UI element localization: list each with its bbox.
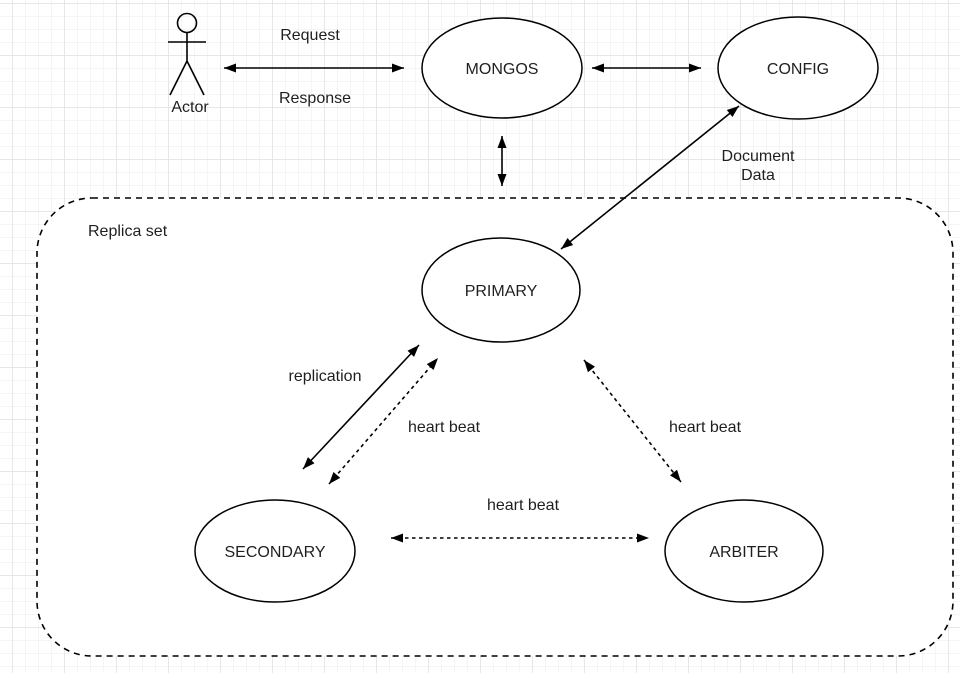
request-label: Request [280, 27, 340, 44]
response-label: Response [279, 90, 351, 107]
arbiter-shape [664, 499, 824, 603]
edge-config-primary[interactable] [560, 105, 740, 250]
actor-head [176, 12, 198, 34]
config-label: CONFIG [767, 61, 829, 78]
secondary-label: SECONDARY [224, 544, 325, 561]
secondary-node[interactable]: SECONDARY [194, 499, 356, 603]
config-shape [717, 16, 879, 120]
document-data-label-line2: Data [741, 167, 775, 184]
replication-label: replication [289, 368, 362, 385]
edge-heartbeat-primary-arbiter[interactable] [583, 359, 682, 483]
heartbeat-label-primary-arbiter: heart beat [669, 419, 742, 436]
config-node[interactable]: CONFIG [717, 16, 879, 120]
mongos-shape [421, 17, 583, 119]
heartbeat-label-secondary-arbiter: heart beat [487, 497, 560, 514]
primary-node[interactable]: PRIMARY [421, 237, 581, 343]
actor-node[interactable]: Actor [168, 12, 209, 117]
actor-left-leg [169, 60, 188, 96]
replica-set-label: Replica set [88, 223, 168, 240]
arbiter-label: ARBITER [709, 544, 778, 561]
actor-right-leg [186, 60, 205, 96]
document-data-label-line1: Document [722, 148, 795, 165]
mongos-label: MONGOS [466, 61, 539, 78]
secondary-shape [194, 499, 356, 603]
mongos-node[interactable]: MONGOS [421, 17, 583, 119]
arbiter-node[interactable]: ARBITER [664, 499, 824, 603]
heartbeat-label-secondary-primary: heart beat [408, 419, 481, 436]
primary-shape [421, 237, 581, 343]
actor-label: Actor [171, 99, 209, 116]
primary-label: PRIMARY [465, 283, 538, 300]
